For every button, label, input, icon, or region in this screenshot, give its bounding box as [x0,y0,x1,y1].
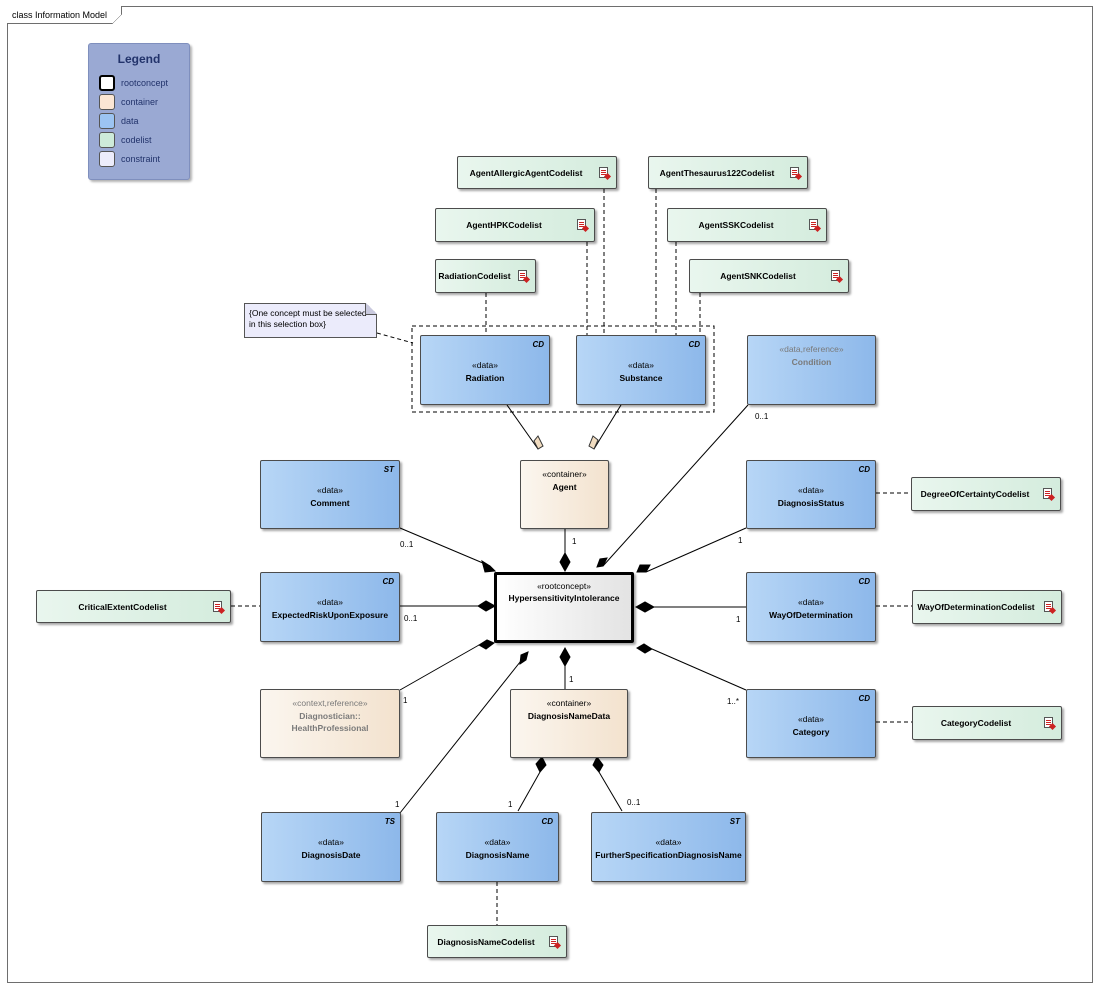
multiplicity-expected-risk: 0..1 [404,614,418,623]
legend-swatch [99,94,115,110]
legend-item-constraint: constraint [99,151,187,167]
multiplicity-diagnosis-name-data: 1 [569,675,574,684]
legend-item-data: data [99,113,187,129]
document-icon [831,270,840,281]
codelist-agent-thesaurus[interactable]: AgentThesaurus122Codelist [648,156,808,189]
multiplicity-way-of-determination: 1 [736,615,741,624]
legend-swatch [99,132,115,148]
node-diagnosis-name[interactable]: CD «data» DiagnosisName [436,812,559,882]
document-icon [518,270,527,281]
node-diagnostician[interactable]: «context,reference» Diagnostician:: Heal… [260,689,400,758]
legend-swatch [99,75,115,91]
codelist-critical-extent[interactable]: CriticalExtentCodelist [36,590,231,623]
codelist-agent-hpk[interactable]: AgentHPKCodelist [435,208,595,242]
multiplicity-agent: 1 [572,537,577,546]
document-icon [599,166,608,178]
node-comment[interactable]: ST «data» Comment [260,460,400,529]
node-diagnosis-name-data[interactable]: «container» DiagnosisNameData [510,689,628,758]
multiplicity-diagnostician: 1 [403,696,408,705]
document-icon [577,219,586,230]
legend-item-rootconcept: rootconcept [99,75,187,91]
multiplicity-diagnosis-date: 1 [395,800,400,809]
codelist-agent-snk[interactable]: AgentSNKCodelist [689,259,849,293]
document-icon [1044,717,1053,728]
diagram-frame [7,6,1093,983]
multiplicity-further-spec: 0..1 [627,798,641,807]
document-icon [790,166,799,178]
document-icon [213,600,222,612]
multiplicity-category: 1..* [727,697,740,706]
document-icon [1043,488,1052,499]
codelist-way-of-determination[interactable]: WayOfDeterminationCodelist [912,590,1062,624]
legend-swatch [99,151,115,167]
multiplicity-diagnosis-status: 1 [738,536,743,545]
codelist-category[interactable]: CategoryCodelist [912,706,1062,740]
node-expected-risk-upon-exposure[interactable]: CD «data» ExpectedRiskUponExposure [260,572,400,642]
codelist-agent-allergic-agent[interactable]: AgentAllergicAgentCodelist [457,156,617,189]
node-category[interactable]: CD «data» Category [746,689,876,758]
multiplicity-comment: 0..1 [400,540,414,549]
legend: Legend rootconcept container data codeli… [88,43,190,180]
codelist-diagnosis-name[interactable]: DiagnosisNameCodelist [427,925,567,958]
legend-item-container: container [99,94,187,110]
node-further-specification-diagnosis-name[interactable]: ST «data» FurtherSpecificationDiagnosisN… [591,812,746,882]
constraint-note[interactable]: {One concept must be selected in this se… [244,303,377,338]
diagram-title: class Information Model [7,6,122,24]
document-icon [809,219,818,230]
node-diagnosis-date[interactable]: TS «data» DiagnosisDate [261,812,401,882]
document-icon [549,935,558,947]
legend-item-codelist: codelist [99,132,187,148]
multiplicity-diagnosis-name: 1 [508,800,513,809]
codelist-radiation[interactable]: RadiationCodelist [435,259,536,293]
node-substance[interactable]: CD «data» Substance [576,335,706,405]
legend-swatch [99,113,115,129]
multiplicity-condition: 0..1 [755,412,769,421]
document-icon [1044,601,1053,612]
node-condition[interactable]: «data,reference» Condition [747,335,876,405]
node-radiation[interactable]: CD «data» Radiation [420,335,550,405]
node-way-of-determination[interactable]: CD «data» WayOfDetermination [746,572,876,642]
legend-title: Legend [117,52,161,66]
node-diagnosis-status[interactable]: CD «data» DiagnosisStatus [746,460,876,529]
node-agent[interactable]: «container» Agent [520,460,609,529]
codelist-agent-ssk[interactable]: AgentSSKCodelist [667,208,827,242]
codelist-degree-of-certainty[interactable]: DegreeOfCertaintyCodelist [911,477,1061,511]
node-root-hypersensitivity-intolerance[interactable]: «rootconcept» HypersensitivityIntoleranc… [494,572,634,643]
note-fold-corner [365,303,377,315]
